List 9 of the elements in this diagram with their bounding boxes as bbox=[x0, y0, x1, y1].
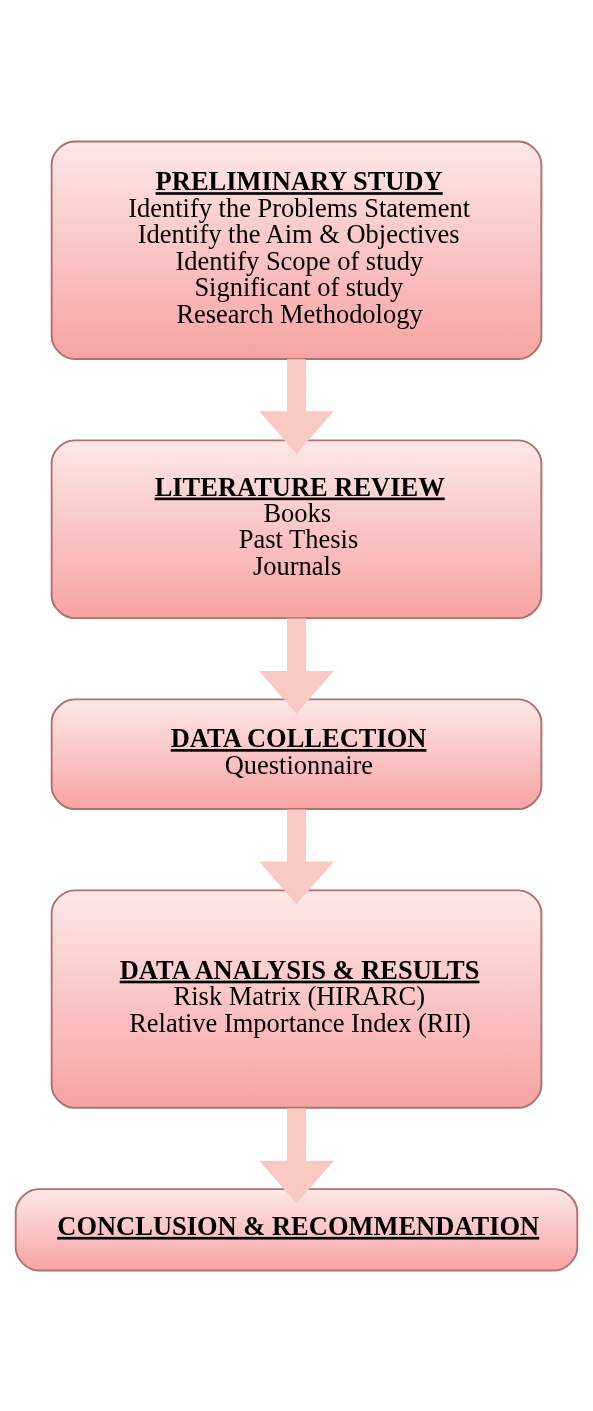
node-box: DATA ANALYSIS & RESULTS Risk Matrix (HIRARC) Relative Importance Index (RII) bbox=[50, 888, 543, 1109]
arrow bbox=[259, 1107, 334, 1203]
node-box: PRELIMINARY STUDY Identify the Problems Statement Identify the Aim & Objectives Identify Scope of study Significant of study Research Methodology bbox=[50, 140, 543, 360]
node-box: LITERATURE REVIEW Books Past Thesis Journals bbox=[50, 438, 543, 619]
arrow bbox=[259, 358, 334, 454]
node-box: CONCLUSION & RECOMMENDATION bbox=[14, 1187, 579, 1271]
node-box: DATA COLLECTION Questionnaire bbox=[50, 697, 543, 810]
arrow bbox=[259, 809, 334, 904]
arrow bbox=[259, 618, 334, 714]
